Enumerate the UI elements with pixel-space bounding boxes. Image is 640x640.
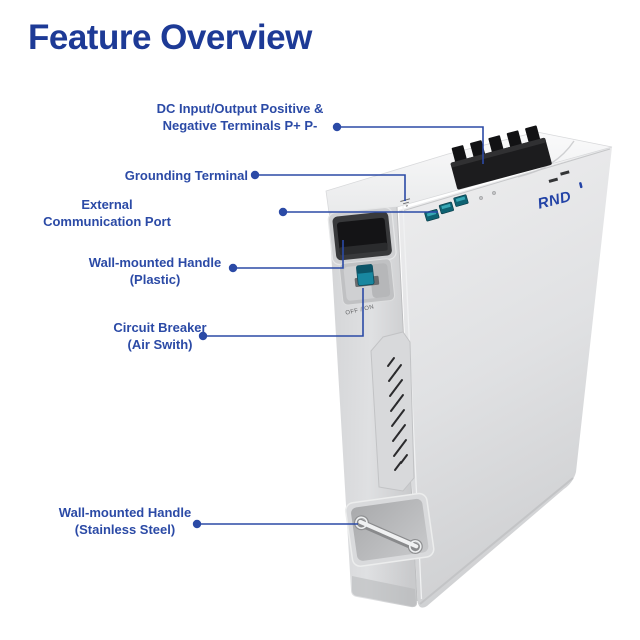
callout-dot-icon bbox=[228, 263, 238, 273]
callout-text: Communication Port bbox=[43, 214, 171, 229]
leader-line-dc-terminals bbox=[337, 126, 484, 164]
callout-dot-icon bbox=[278, 207, 288, 217]
right-face-bottom-edge bbox=[419, 477, 574, 605]
circuit-breaker-panel bbox=[338, 258, 396, 306]
callout-text: (Air Swith) bbox=[127, 337, 193, 352]
callout-text: External bbox=[81, 197, 133, 212]
page-title: Feature Overview bbox=[28, 18, 312, 57]
top-screw bbox=[492, 191, 496, 195]
terminal-screw-marks bbox=[548, 170, 570, 183]
dc-terminal-block bbox=[450, 125, 552, 190]
vent-slots bbox=[387, 357, 408, 471]
leader-line-grounding bbox=[255, 174, 406, 201]
callout-text: Negative Terminals P+ P- bbox=[162, 118, 318, 133]
callout-label-grounding-terminal: Grounding Terminal bbox=[90, 167, 248, 184]
front-face-bottom-shade bbox=[352, 576, 416, 607]
vent-grille bbox=[370, 331, 415, 492]
top-edge-shadow bbox=[398, 148, 611, 213]
callout-label-circuit-breaker: Circuit Breaker (Air Swith) bbox=[65, 319, 255, 353]
callout-text: Circuit Breaker bbox=[113, 320, 207, 335]
callout-text: Wall-mounted Handle bbox=[58, 505, 192, 520]
cabinet-right-face bbox=[399, 147, 612, 608]
callout-text: (Stainless Steel) bbox=[74, 522, 176, 537]
callout-text: Grounding Terminal bbox=[124, 168, 248, 183]
callout-text: DC Input/Output Positive & bbox=[156, 101, 324, 116]
callout-dot-icon bbox=[192, 519, 202, 529]
callout-label-wall-handle-plastic: Wall-mounted Handle (Plastic) bbox=[60, 254, 250, 288]
callout-dot-icon bbox=[332, 122, 342, 132]
breaker-switch-cap bbox=[356, 264, 373, 274]
callout-label-wall-handle-steel: Wall-mounted Handle (Stainless Steel) bbox=[30, 504, 220, 538]
callout-label-external-comm-port: External Communication Port bbox=[22, 196, 192, 230]
callout-text: Wall-mounted Handle bbox=[88, 255, 222, 270]
leader-line-circuit-breaker bbox=[203, 288, 364, 337]
callout-dot-icon bbox=[198, 331, 208, 341]
callout-dot-icon bbox=[250, 170, 260, 180]
top-screw bbox=[479, 196, 483, 200]
callout-label-dc-terminals: DC Input/Output Positive & Negative Term… bbox=[135, 100, 345, 134]
callout-dots bbox=[192, 122, 342, 529]
plastic-handle-recess bbox=[327, 206, 397, 266]
callout-lines bbox=[197, 126, 484, 525]
leader-line-plastic-handle bbox=[233, 240, 344, 269]
callout-text: (Plastic) bbox=[129, 272, 181, 287]
steel-handle-assembly bbox=[344, 492, 435, 567]
